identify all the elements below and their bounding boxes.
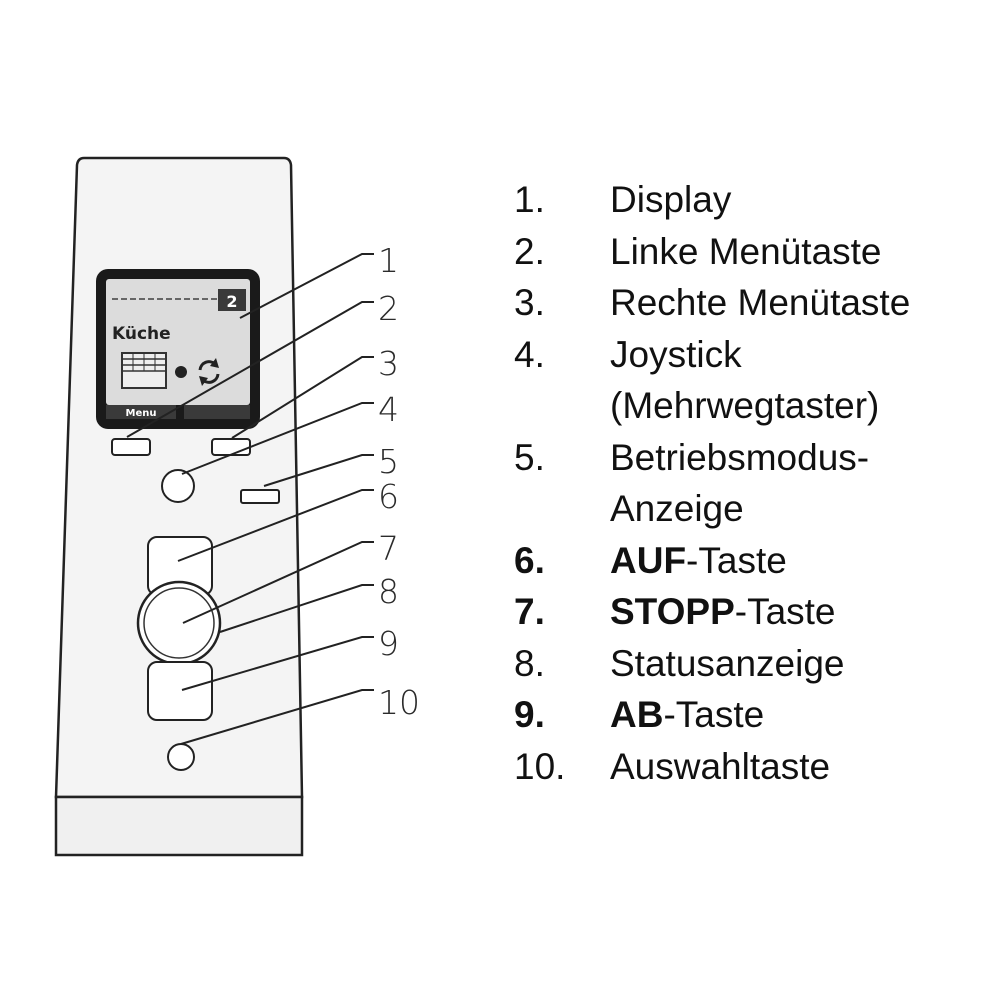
legend-number: 1. bbox=[514, 179, 545, 220]
left-menu-button[interactable] bbox=[111, 438, 151, 456]
legend-number: 4. bbox=[514, 333, 545, 375]
legend-label-bold: AUF bbox=[610, 539, 687, 581]
display-softkey-left bbox=[106, 405, 176, 419]
status-ring bbox=[143, 587, 215, 659]
legend-item: 6. AUF-Taste bbox=[514, 535, 910, 587]
callout-1: 1 bbox=[378, 241, 399, 280]
legend-item: 3. Rechte Menütaste bbox=[514, 277, 910, 329]
legend-label-line2: (Mehrwegtaster) bbox=[610, 385, 880, 426]
legend-number: 5. bbox=[514, 436, 545, 478]
legend-label: Display bbox=[610, 179, 732, 220]
callout-10: 10 bbox=[378, 683, 420, 722]
shutter-icon bbox=[121, 352, 167, 389]
device-base bbox=[54, 795, 304, 857]
legend-label: Joystick bbox=[610, 333, 742, 375]
callout-9: 9 bbox=[378, 624, 399, 663]
legend-label-line2: Anzeige bbox=[610, 488, 744, 529]
callout-6: 6 bbox=[378, 477, 399, 516]
legend-label-bold: AB bbox=[610, 694, 664, 735]
mode-indicator bbox=[240, 489, 280, 504]
legend-number: 6. bbox=[514, 539, 545, 581]
legend-item: 10. Auswahltaste bbox=[514, 741, 910, 793]
legend-item: 8. Statusanzeige bbox=[514, 638, 910, 690]
legend-label-rest: -Taste bbox=[663, 694, 765, 735]
legend-number: 9. bbox=[514, 694, 545, 735]
display-room-number: 2 bbox=[226, 292, 237, 311]
callout-numbers: 1 2 3 4 5 6 7 8 9 10 bbox=[378, 241, 420, 722]
callout-7: 7 bbox=[378, 529, 399, 568]
legend-label-rest: -Taste bbox=[734, 591, 836, 632]
legend-number: 7. bbox=[514, 591, 545, 632]
leader-lines bbox=[126, 253, 374, 745]
select-button[interactable] bbox=[167, 743, 195, 771]
down-button[interactable] bbox=[147, 661, 213, 721]
legend-number: 8. bbox=[514, 642, 545, 684]
legend-label-rest: -Taste bbox=[686, 539, 787, 581]
callout-4: 4 bbox=[378, 390, 399, 429]
legend-item: 1. Display bbox=[514, 174, 910, 226]
legend-list: 1. Display 2. Linke Menütaste 3. Rechte … bbox=[514, 174, 910, 792]
legend-item: 9. AB-Taste bbox=[514, 689, 910, 741]
joystick-button[interactable] bbox=[161, 469, 195, 503]
legend-number: 3. bbox=[514, 282, 545, 323]
sync-icon bbox=[198, 358, 220, 386]
right-menu-button[interactable] bbox=[211, 438, 251, 456]
display-softkey-left-label: Menu bbox=[126, 408, 157, 419]
legend-item: 4. Joystick (Mehrwegtaster) bbox=[514, 329, 910, 432]
display: 2 Küche Menu bbox=[96, 269, 260, 429]
legend-label-bold: STOPP bbox=[610, 591, 735, 632]
legend-label: Linke Menütaste bbox=[610, 230, 882, 272]
callout-5: 5 bbox=[378, 442, 399, 481]
legend-number: 2. bbox=[514, 230, 545, 272]
legend-item: 2. Linke Menütaste bbox=[514, 226, 910, 278]
legend-label: Auswahltaste bbox=[610, 745, 831, 787]
callout-3: 3 bbox=[378, 344, 399, 383]
legend-number: 10. bbox=[514, 745, 566, 787]
callout-2: 2 bbox=[378, 289, 399, 328]
callout-8: 8 bbox=[378, 572, 399, 611]
legend-item: 7. STOPP-Taste bbox=[514, 586, 910, 638]
legend-label: Statusanzeige bbox=[610, 642, 845, 684]
status-dot-icon bbox=[175, 366, 187, 378]
legend-label: Rechte Menütaste bbox=[610, 282, 911, 323]
legend-label: Betriebsmodus- bbox=[610, 436, 870, 478]
legend-item: 5. Betriebsmodus- Anzeige bbox=[514, 432, 910, 535]
display-softkey-right bbox=[184, 405, 250, 419]
display-room-name: Küche bbox=[112, 324, 171, 344]
